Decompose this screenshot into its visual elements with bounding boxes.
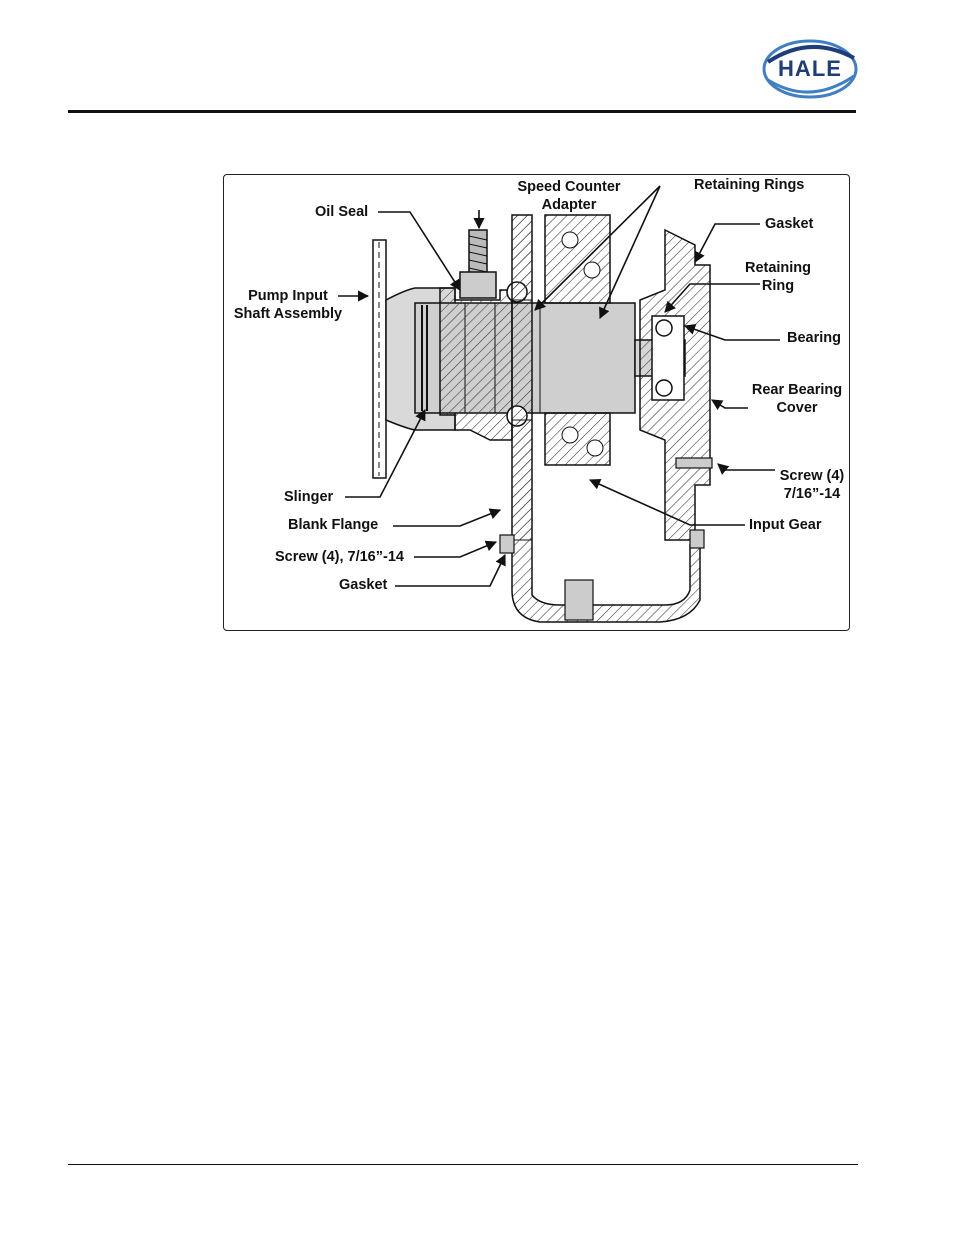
label-retaining-ring: Retaining Ring bbox=[738, 259, 818, 295]
footer-rule bbox=[68, 1164, 858, 1165]
label-pump-input-line1: Pump Input bbox=[230, 287, 346, 305]
label-screw-right-line1: Screw (4) bbox=[776, 467, 848, 485]
label-speed-counter-line2: Adapter bbox=[505, 196, 633, 214]
label-oil-seal: Oil Seal bbox=[315, 203, 368, 221]
label-screw-right: Screw (4) 7/16”-14 bbox=[776, 467, 848, 503]
label-input-gear: Input Gear bbox=[749, 516, 822, 534]
label-retaining-rings: Retaining Rings bbox=[694, 176, 804, 194]
label-rear-bearing-line2: Cover bbox=[748, 399, 846, 417]
label-retaining-ring-line2: Ring bbox=[738, 277, 818, 295]
label-retaining-ring-line1: Retaining bbox=[738, 259, 818, 277]
label-gasket-top: Gasket bbox=[765, 215, 813, 233]
label-pump-input-shaft: Pump Input Shaft Assembly bbox=[230, 287, 346, 323]
label-bearing: Bearing bbox=[787, 329, 841, 347]
label-gasket-bottom: Gasket bbox=[339, 576, 387, 594]
label-rear-bearing-cover: Rear Bearing Cover bbox=[748, 381, 846, 417]
label-screw-left: Screw (4), 7/16”-14 bbox=[275, 548, 404, 566]
label-blank-flange: Blank Flange bbox=[288, 516, 378, 534]
label-pump-input-line2: Shaft Assembly bbox=[230, 305, 346, 323]
label-speed-counter-adapter: Speed Counter Adapter bbox=[505, 178, 633, 214]
label-slinger: Slinger bbox=[284, 488, 333, 506]
label-screw-right-line2: 7/16”-14 bbox=[776, 485, 848, 503]
label-rear-bearing-line1: Rear Bearing bbox=[748, 381, 846, 399]
label-speed-counter-line1: Speed Counter bbox=[505, 178, 633, 196]
